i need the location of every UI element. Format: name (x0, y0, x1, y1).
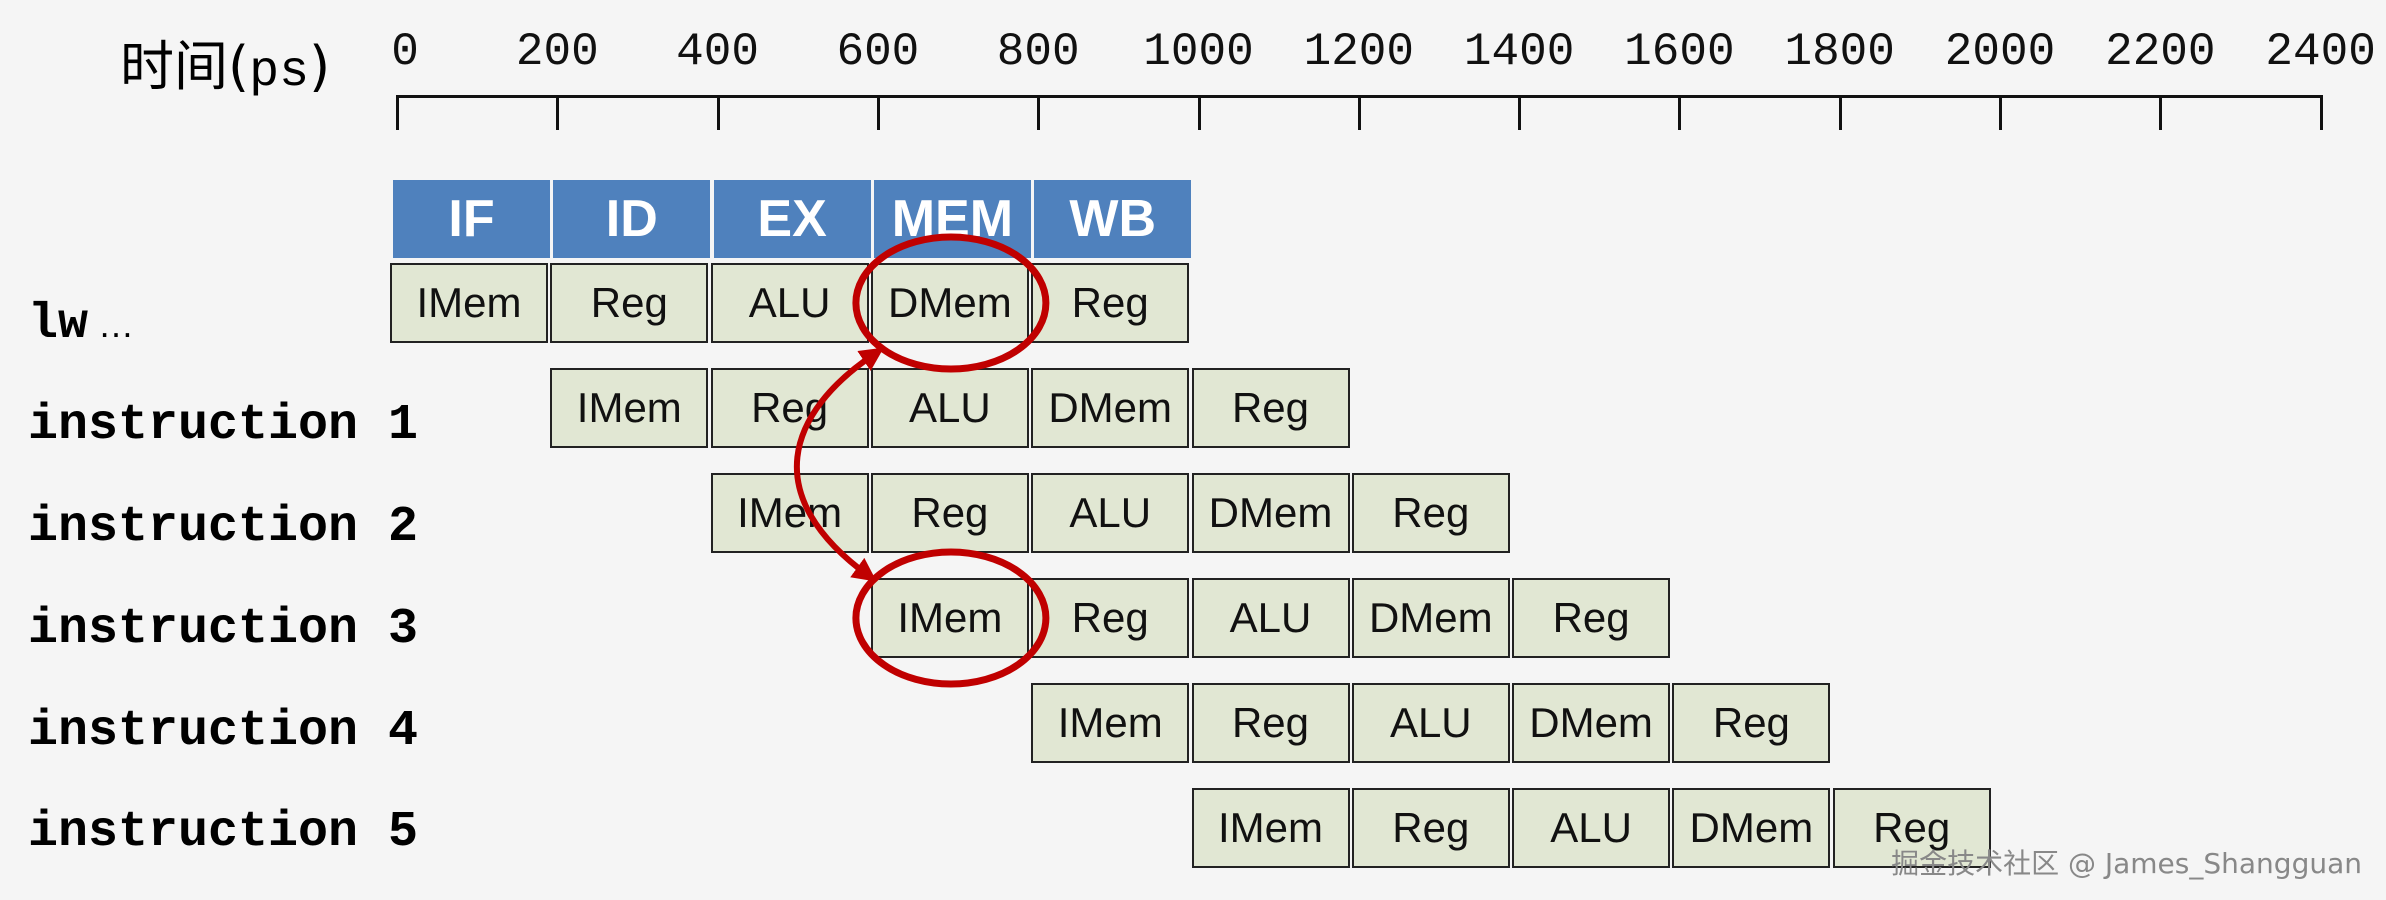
row-label-text: instruction 5 (28, 804, 419, 861)
pipeline-cell-dmem: DMem (1512, 683, 1671, 763)
row-label: instruction 3 (28, 601, 418, 658)
axis-tick (1037, 95, 1041, 130)
row-label: lw … (28, 296, 134, 353)
row-label: instruction 4 (28, 703, 418, 760)
axis-tick-label: 1600 (1624, 26, 1735, 78)
pipeline-cell-alu: ALU (1191, 578, 1350, 658)
axis-tick (1357, 95, 1361, 130)
row-label-text: instruction 3 (28, 601, 419, 658)
axis-tick-label: 1200 (1303, 26, 1415, 78)
row-label-text: instruction 2 (28, 499, 419, 556)
stage-header-ex: EX (713, 180, 874, 258)
axis-tick (1999, 95, 2002, 130)
row-label-text: instruction 1 (28, 397, 419, 454)
pipeline-cell-imem: IMem (1191, 788, 1350, 868)
pipeline-cell-reg: Reg (1832, 788, 1991, 868)
axis-tick-label: 1400 (1463, 26, 1575, 78)
axis-title-open: ( (228, 35, 250, 98)
pipeline-cell-reg: Reg (1031, 263, 1190, 343)
stage-header-wb: WB (1034, 180, 1195, 258)
axis-tick-label: 1000 (1143, 26, 1254, 78)
pipeline-cell-reg: Reg (1191, 368, 1350, 448)
pipeline-cell-dmem: DMem (1191, 473, 1350, 553)
pipeline-cell-imem: IMem (1031, 683, 1190, 763)
axis-tick (2159, 95, 2163, 130)
axis-tick (1838, 95, 1842, 130)
pipeline-cell-reg: Reg (1031, 578, 1190, 658)
pipeline-cell-alu: ALU (1351, 683, 1510, 763)
axis-tick-label: 200 (515, 26, 599, 78)
pipeline-cell-reg: Reg (1512, 578, 1671, 658)
axis-tick (2319, 95, 2323, 130)
axis-tick (716, 95, 720, 130)
row-label-text: lw (28, 296, 89, 353)
pipeline-cell-reg: Reg (550, 263, 709, 343)
axis-title-unit: ps (249, 44, 310, 101)
pipeline-cell-alu: ALU (710, 263, 869, 343)
stage-header-mem: MEM (873, 180, 1034, 258)
row-label-text: instruction 4 (28, 703, 419, 760)
pipeline-cell-imem: IMem (710, 473, 869, 553)
pipeline-cell-dmem: DMem (870, 263, 1029, 343)
axis-tick-label: 2200 (2105, 26, 2216, 78)
pipeline-cell-alu: ALU (870, 368, 1029, 448)
pipeline-cell-alu: ALU (1512, 788, 1671, 868)
axis-tick-label: 0 (391, 26, 419, 78)
pipeline-cell-reg: Reg (1351, 473, 1510, 553)
pipeline-cell-dmem: DMem (1031, 368, 1190, 448)
axis-tick-label: 2000 (1944, 26, 2056, 78)
watermark: 掘金技术社区 @ James_Shangguan (1891, 847, 2362, 880)
row-label: instruction 5 (28, 804, 418, 861)
pipeline-cell-imem: IMem (870, 578, 1029, 658)
pipeline-cell-imem: IMem (550, 368, 709, 448)
axis-tick (1518, 95, 1522, 130)
row-label: instruction 2 (28, 499, 418, 556)
pipeline-cell-reg: Reg (1351, 788, 1510, 868)
axis-tick (556, 95, 560, 130)
pipeline-cell-reg: Reg (1191, 683, 1350, 763)
pipeline-cell-dmem: DMem (1351, 578, 1510, 658)
axis-tick-label: 2400 (2265, 26, 2376, 78)
axis-tick-label: 600 (836, 26, 920, 78)
pipeline-cell-alu: ALU (1031, 473, 1190, 553)
axis-tick (396, 95, 399, 130)
axis-tick (1197, 95, 1201, 130)
pipeline-cell-dmem: DMem (1672, 788, 1831, 868)
stage-header-if: IF (393, 180, 553, 258)
axis-tick-label: 1800 (1784, 26, 1895, 78)
pipeline-cell-reg: Reg (1672, 683, 1831, 763)
row-label-ellipsis: … (88, 304, 135, 345)
axis-title: 时间(ps) (120, 22, 330, 101)
axis-title-main: 时间 (120, 35, 228, 98)
row-label: instruction 1 (28, 397, 418, 454)
axis-tick-label: 800 (996, 26, 1080, 78)
axis-tick (1678, 95, 1682, 130)
pipeline-cell-reg: Reg (710, 368, 869, 448)
axis-tick (876, 95, 880, 130)
axis-tick-label: 400 (676, 26, 760, 78)
stage-header-id: ID (553, 180, 714, 258)
pipeline-cell-reg: Reg (870, 473, 1029, 553)
pipeline-cell-imem: IMem (390, 263, 548, 343)
axis-title-close: ) (309, 35, 331, 98)
